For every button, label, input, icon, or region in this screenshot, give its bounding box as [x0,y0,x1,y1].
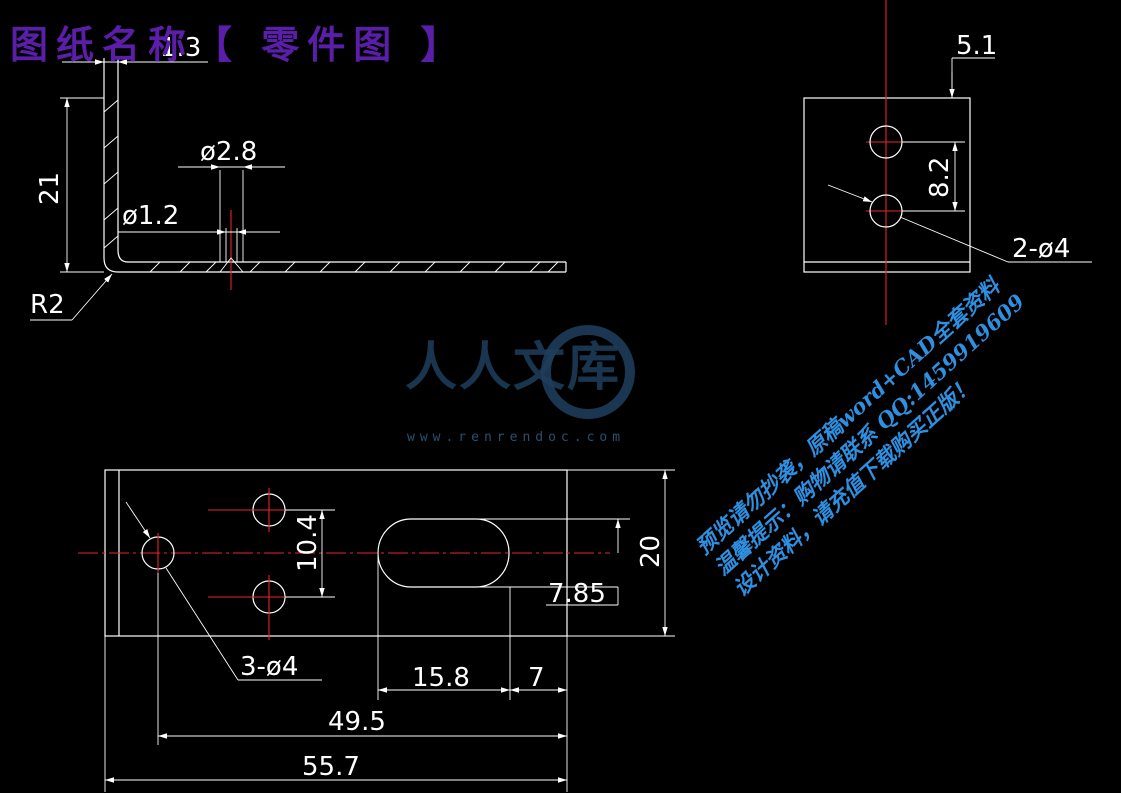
side-hole-dia-dim: ø2.8 [200,137,257,167]
top-overall-length-dim: 55.7 [302,752,360,782]
end-view: 5.1 8.2 2-ø4 [803,0,1092,325]
watermark-logo-mark [541,325,635,419]
top-hole-to-edge-dim: 49.5 [328,707,386,737]
top-hole-spacing-dim: 10.4 [293,514,323,572]
drawing-title: 图纸名称【 零件图 】 [10,22,467,67]
side-bend-radius-dim: R2 [30,290,65,320]
top-slot-radius-dim: 7.85 [548,579,606,609]
watermark-url: www.renrendoc.com [407,430,626,445]
side-inner-dia-dim: ø1.2 [122,201,179,231]
side-thickness-dim: 1.3 [160,33,201,63]
top-view: 10.4 20 7.85 3-ø4 15.8 7 49.5 55.7 [78,469,675,792]
side-view: 1.3 21 ø2.8 ø1.2 R2 [30,33,567,321]
top-slot-length-dim: 15.8 [412,663,470,693]
top-holes-dim: 3-ø4 [240,652,298,682]
side-height-dim: 21 [35,172,65,205]
top-height-dim: 20 [636,535,666,568]
watermark-logo-text: 人人文库 [405,337,622,398]
top-slot-edge-dim: 7 [528,663,545,693]
end-top-offset-dim: 5.1 [956,31,997,61]
end-hole-spacing-dim: 8.2 [925,157,955,198]
end-holes-dim: 2-ø4 [1012,234,1070,264]
